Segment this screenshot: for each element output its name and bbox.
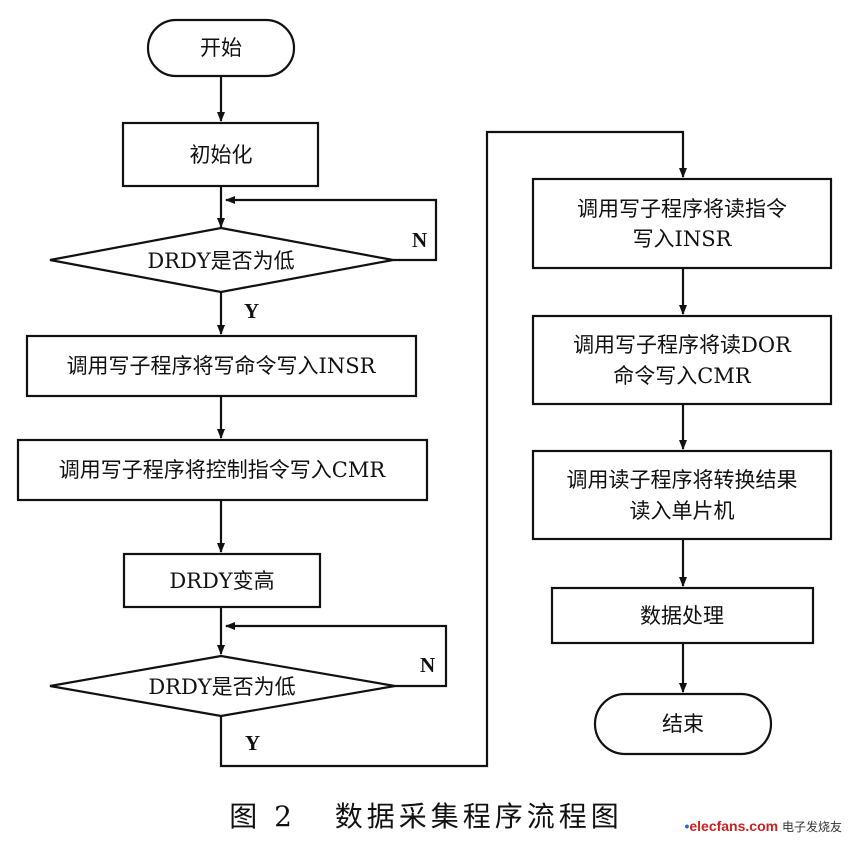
drdy-high-label: DRDY变高 <box>169 569 274 593</box>
branch-yes-1-label: Y <box>244 299 259 323</box>
init-label: 初始化 <box>190 143 253 167</box>
write-cmd-label: 调用写子程序将写命令写入INSR <box>67 354 377 378</box>
flowchart: 开始 初始化 DRDY是否为低 N Y 调用写子程序将写命令写入INSR 调用写… <box>16 18 833 768</box>
read-dor-label-line-1: 调用写子程序将读DOR <box>573 333 792 357</box>
loop-no-1-line <box>225 196 438 262</box>
branch-yes-2-label: Y <box>245 731 260 755</box>
connector-yes-2-to-right <box>219 130 687 768</box>
read-cmd-box <box>531 177 833 270</box>
read-result-label-line-2: 读入单片机 <box>630 499 735 523</box>
process-label: 数据处理 <box>640 604 724 628</box>
loop-no-2-label: N <box>420 653 435 677</box>
read-dor-label-line-2: 命令写入CMR <box>613 364 752 388</box>
read-cmd-label-line-1: 调用写子程序将读指令 <box>577 197 787 221</box>
loop-no-2-line <box>225 622 448 688</box>
ctrl-cmd-box <box>16 438 429 502</box>
init-box <box>121 121 320 188</box>
read-result-box <box>531 449 833 541</box>
decision-1-label: DRDY是否为低 <box>147 249 294 273</box>
read-dor-box <box>531 314 833 406</box>
end-terminal <box>593 692 773 756</box>
decision-2-label: DRDY是否为低 <box>148 675 295 699</box>
read-cmd-label-line-2: 写入INSR <box>633 227 733 251</box>
end-label: 结束 <box>662 712 704 736</box>
start-label: 开始 <box>200 36 242 60</box>
figure-caption: 图 2 数据采集程序流程图 <box>229 800 623 833</box>
watermark-dot: • <box>684 818 690 834</box>
watermark: •elecfans.com 电子发烧友 <box>684 818 842 835</box>
drdy-high-box <box>122 552 322 609</box>
loop-no-1-label: N <box>412 228 427 252</box>
read-result-label-line-1: 调用读子程序将转换结果 <box>567 468 798 492</box>
ctrl-cmd-label: 调用写子程序将控制指令写入CMR <box>59 458 387 482</box>
watermark-domain: .com <box>745 818 779 834</box>
watermark-brand: elecfans <box>689 818 746 834</box>
process-box <box>550 586 815 645</box>
watermark-cn: 电子发烧友 <box>781 820 842 834</box>
